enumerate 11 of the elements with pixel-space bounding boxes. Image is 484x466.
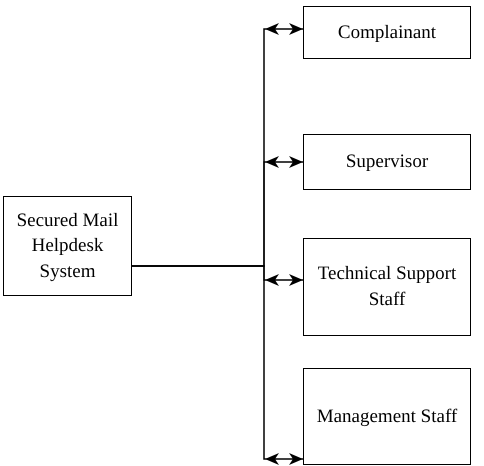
- node-label: Management Staff: [316, 404, 458, 429]
- entity-box: [303, 134, 471, 190]
- entity-box: [303, 368, 471, 465]
- node-label: Technical Support Staff: [316, 262, 458, 312]
- node-label: Complainant: [338, 20, 436, 45]
- entity-box: [303, 6, 471, 59]
- arrow: [132, 265, 303, 465]
- entity-box: [3, 196, 132, 296]
- node-label: Secured Mail Helpdesk System: [16, 208, 120, 284]
- node-label: Supervisor: [346, 150, 428, 174]
- entity-box: [303, 238, 471, 336]
